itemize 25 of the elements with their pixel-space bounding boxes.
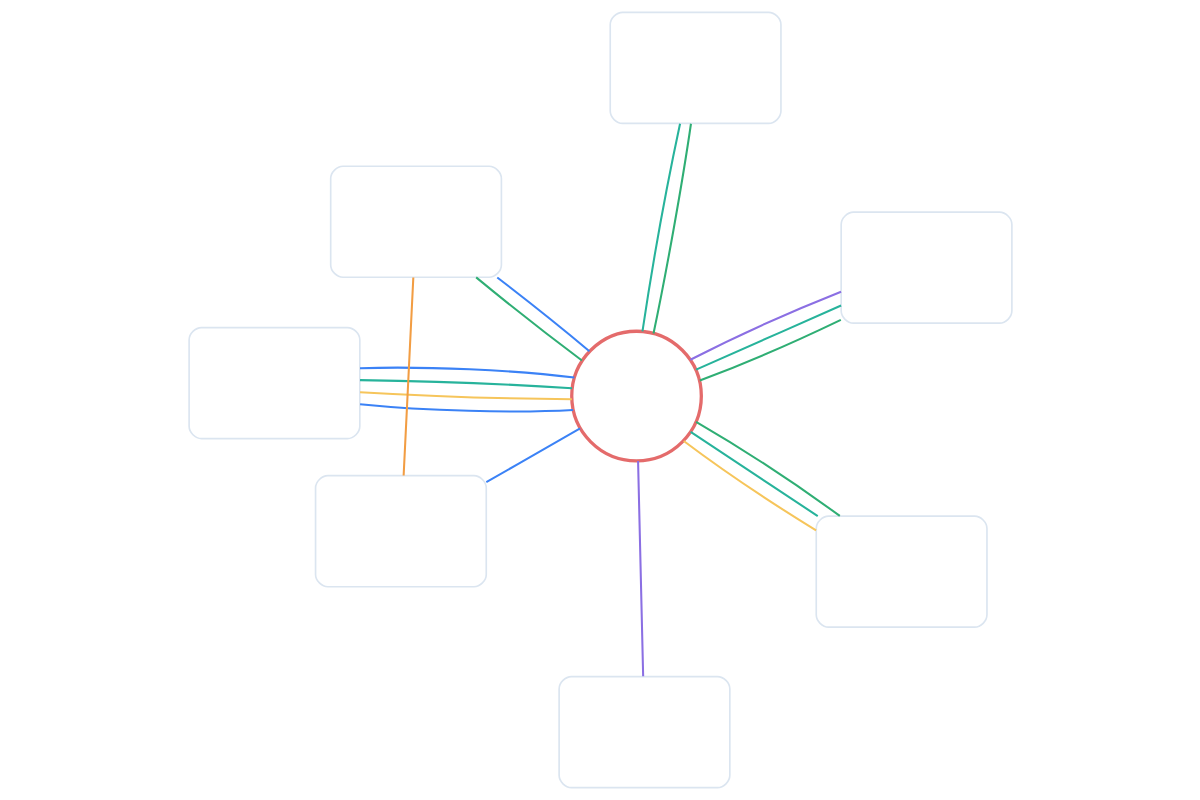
connector (475, 276, 583, 362)
connector (640, 123, 681, 332)
connector (402, 277, 414, 476)
connector (695, 420, 840, 517)
node-box (314, 474, 487, 588)
connector (636, 460, 644, 677)
node-box (608, 11, 782, 125)
connector (682, 440, 817, 532)
connector (359, 379, 572, 390)
node-box (814, 515, 988, 628)
connector (689, 431, 818, 517)
node-box (329, 165, 502, 279)
node-circle (569, 329, 703, 463)
connector (689, 290, 841, 361)
node-box (557, 675, 731, 789)
connector (359, 403, 573, 413)
connector (496, 276, 590, 352)
connector (485, 427, 581, 484)
connector (698, 318, 841, 382)
node-box (187, 326, 361, 440)
connector (359, 391, 572, 401)
node-box (839, 211, 1013, 324)
connector (359, 366, 574, 379)
connector (695, 304, 841, 371)
connector (652, 123, 692, 334)
